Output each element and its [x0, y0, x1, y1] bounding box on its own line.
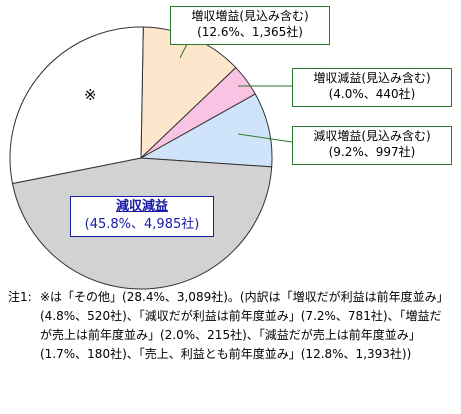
callout-zoushuu-zoueki-title: 増収増益(見込み含む) — [191, 9, 309, 23]
callout-zoushuu-zoueki-value: (12.6%、1,365社) — [197, 25, 303, 39]
footnote-label: 注1: — [8, 290, 32, 304]
callout-zoushuu-geneki-value: (4.0%、440社) — [328, 87, 416, 101]
callout-zoushuu-zoueki: 増収増益(見込み含む) (12.6%、1,365社) — [170, 6, 330, 45]
callout-genshuu-zoueki-title: 減収増益(見込み含む) — [313, 129, 431, 143]
callout-zoushuu-geneki-title: 増収減益(見込み含む) — [313, 71, 431, 85]
callout-zoushuu-geneki: 増収減益(見込み含む) (4.0%、440社) — [292, 68, 452, 107]
slice-label-other: ※ — [84, 86, 97, 104]
pie-chart — [9, 26, 293, 290]
callout-genshuu-geneki-value: (45.8%、4,985社) — [84, 217, 200, 232]
leader-line-genshuu-zoueki — [237, 133, 293, 143]
callout-genshuu-zoueki: 減収増益(見込み含む) (9.2%、997社) — [292, 126, 452, 165]
callout-genshuu-geneki: 減収減益 (45.8%、4,985社) — [70, 196, 214, 237]
callout-genshuu-geneki-title: 減収減益 — [115, 199, 168, 214]
callout-genshuu-zoueki-value: (9.2%、997社) — [328, 145, 416, 159]
footnote-text: ※は「その他」(28.4%、3,089社)。(内訳は「増収だが利益は前年度並み」… — [40, 290, 449, 361]
slice-other — [9, 26, 144, 185]
